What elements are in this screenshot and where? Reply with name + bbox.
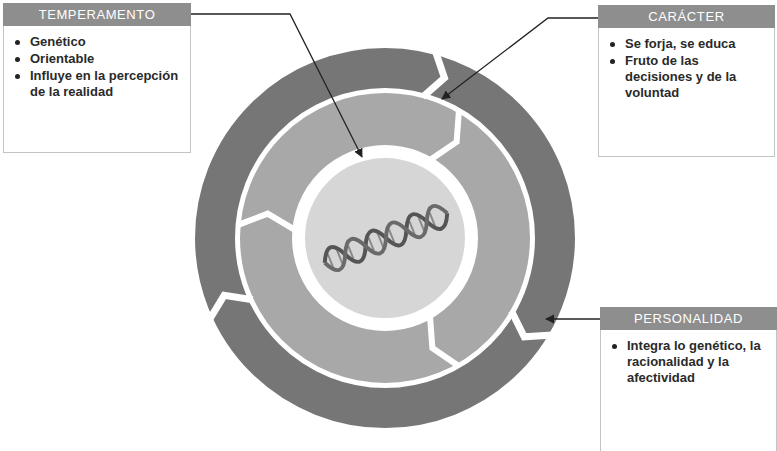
bullet-text: Integra lo genético, la racionalidad y l…	[627, 338, 768, 386]
bullet-text: Se forja, se educa	[625, 36, 766, 52]
bullet-text: Influye en la percepción de la realidad	[30, 68, 182, 100]
bullet-item: Se forja, se educa	[607, 36, 766, 52]
ring-notch	[430, 110, 471, 167]
inner-circle	[303, 156, 467, 320]
bullet-dot	[610, 59, 615, 64]
leader-line	[190, 14, 362, 157]
callout-box: CARÁCTERSe forja, se educaFruto de las d…	[598, 5, 775, 157]
ring-notch	[503, 311, 553, 349]
middle-ring	[266, 119, 504, 357]
ring-illustration	[202, 51, 555, 408]
dna-strand	[320, 202, 451, 274]
bullet-dot	[610, 42, 615, 47]
outer-ring	[215, 68, 555, 408]
bullet-dot	[612, 344, 617, 349]
bullet-dot	[15, 40, 20, 45]
callout-body: Integra lo genético, la racionalidad y l…	[601, 330, 776, 393]
ring-notch	[238, 211, 297, 230]
ring-notch	[202, 285, 252, 320]
callout-heading: PERSONALIDAD	[600, 307, 777, 330]
leader-line	[546, 318, 601, 319]
bullet-dot	[15, 57, 20, 62]
bullet-text: Genético	[30, 34, 182, 50]
bullet-item: Fruto de las decisiones y de la voluntad	[607, 53, 766, 101]
ring-notch	[423, 51, 451, 102]
callout-heading: TEMPERAMENTO	[3, 3, 191, 26]
bullet-text: Fruto de las decisiones y de la voluntad	[625, 53, 766, 101]
bullet-text: Orientable	[30, 51, 182, 67]
dna-strand	[320, 202, 451, 274]
callout-box: TEMPERAMENTOGenéticoOrientableInfluye en…	[3, 3, 191, 153]
callout-body: GenéticoOrientableInfluye en la percepci…	[4, 26, 190, 107]
callout-box: PERSONALIDAD Integra lo genético, la raci…	[600, 307, 777, 451]
bullet-item: Integra lo genético, la racionalidad y l…	[609, 338, 768, 386]
dna-helix	[320, 202, 451, 274]
bullet-item: Influye en la percepción de la realidad	[12, 68, 182, 100]
leader-line	[442, 18, 598, 99]
bullet-item: Orientable	[12, 51, 182, 67]
bullet-dot	[15, 74, 20, 79]
ring-notch	[418, 316, 459, 373]
bullet-item: Genético	[12, 34, 182, 50]
callout-body: Se forja, se educaFruto de las decisione…	[599, 28, 774, 108]
callout-heading: CARÁCTER	[598, 5, 775, 28]
